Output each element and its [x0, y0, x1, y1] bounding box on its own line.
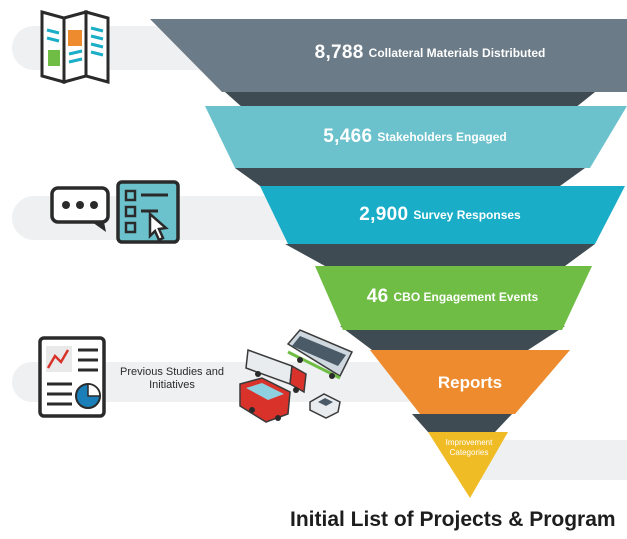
funnel-stage-4-shape: [315, 266, 592, 330]
funnel-stage-4: 46 CBO Engagement Events: [325, 280, 580, 314]
bottom-title: Initial List of Projects & Program: [290, 508, 616, 531]
stage-5-label: Reports: [437, 373, 503, 392]
survey-checklist-icon: [116, 180, 180, 244]
stage-1-label: Collateral Materials Distributed: [368, 46, 546, 60]
funnel-connector-2: [235, 168, 585, 186]
funnel-stage-5-shape: [370, 350, 570, 414]
funnel-connector-3: [285, 244, 595, 266]
funnel-stage-1: 8,788 Collateral Materials Distributed: [230, 36, 627, 70]
funnel-stage-5: Reports: [395, 366, 545, 400]
funnel-stage-1-shape: [150, 19, 627, 92]
stage-2-number: 5,466: [323, 126, 373, 147]
stage-4-number: 46: [366, 286, 389, 307]
brochure-icon: [40, 10, 110, 84]
funnel-stage-6-shape: [428, 432, 508, 498]
funnel-connector-1: [225, 92, 595, 108]
stage-2-label: Stakeholders Engaged: [377, 130, 507, 144]
stage-3-number: 2,900: [359, 204, 409, 225]
transit-vehicles-icon: [239, 329, 354, 423]
funnel-stage-3: 2,900 Survey Responses: [280, 198, 600, 232]
funnel-stage-2-shape: [205, 106, 627, 168]
funnel-stage-3-shape: [260, 186, 625, 244]
stage-4-label: CBO Engagement Events: [393, 290, 539, 304]
funnel-connector-4: [340, 326, 565, 350]
stage-6-label: Improvement Categories: [445, 438, 493, 457]
stage-3-label: Survey Responses: [413, 208, 521, 222]
stage-1-number: 8,788: [314, 42, 364, 63]
funnel-stage-6: Improvement Categories: [430, 434, 508, 462]
chat-bubble-icon: [50, 186, 110, 232]
funnel-connector-5: [412, 414, 512, 432]
funnel-stage-2: 5,466 Stakeholders Engaged: [240, 120, 590, 154]
report-chart-icon: [38, 336, 106, 418]
previous-studies-label: Previous Studies and Initiatives: [120, 366, 224, 391]
